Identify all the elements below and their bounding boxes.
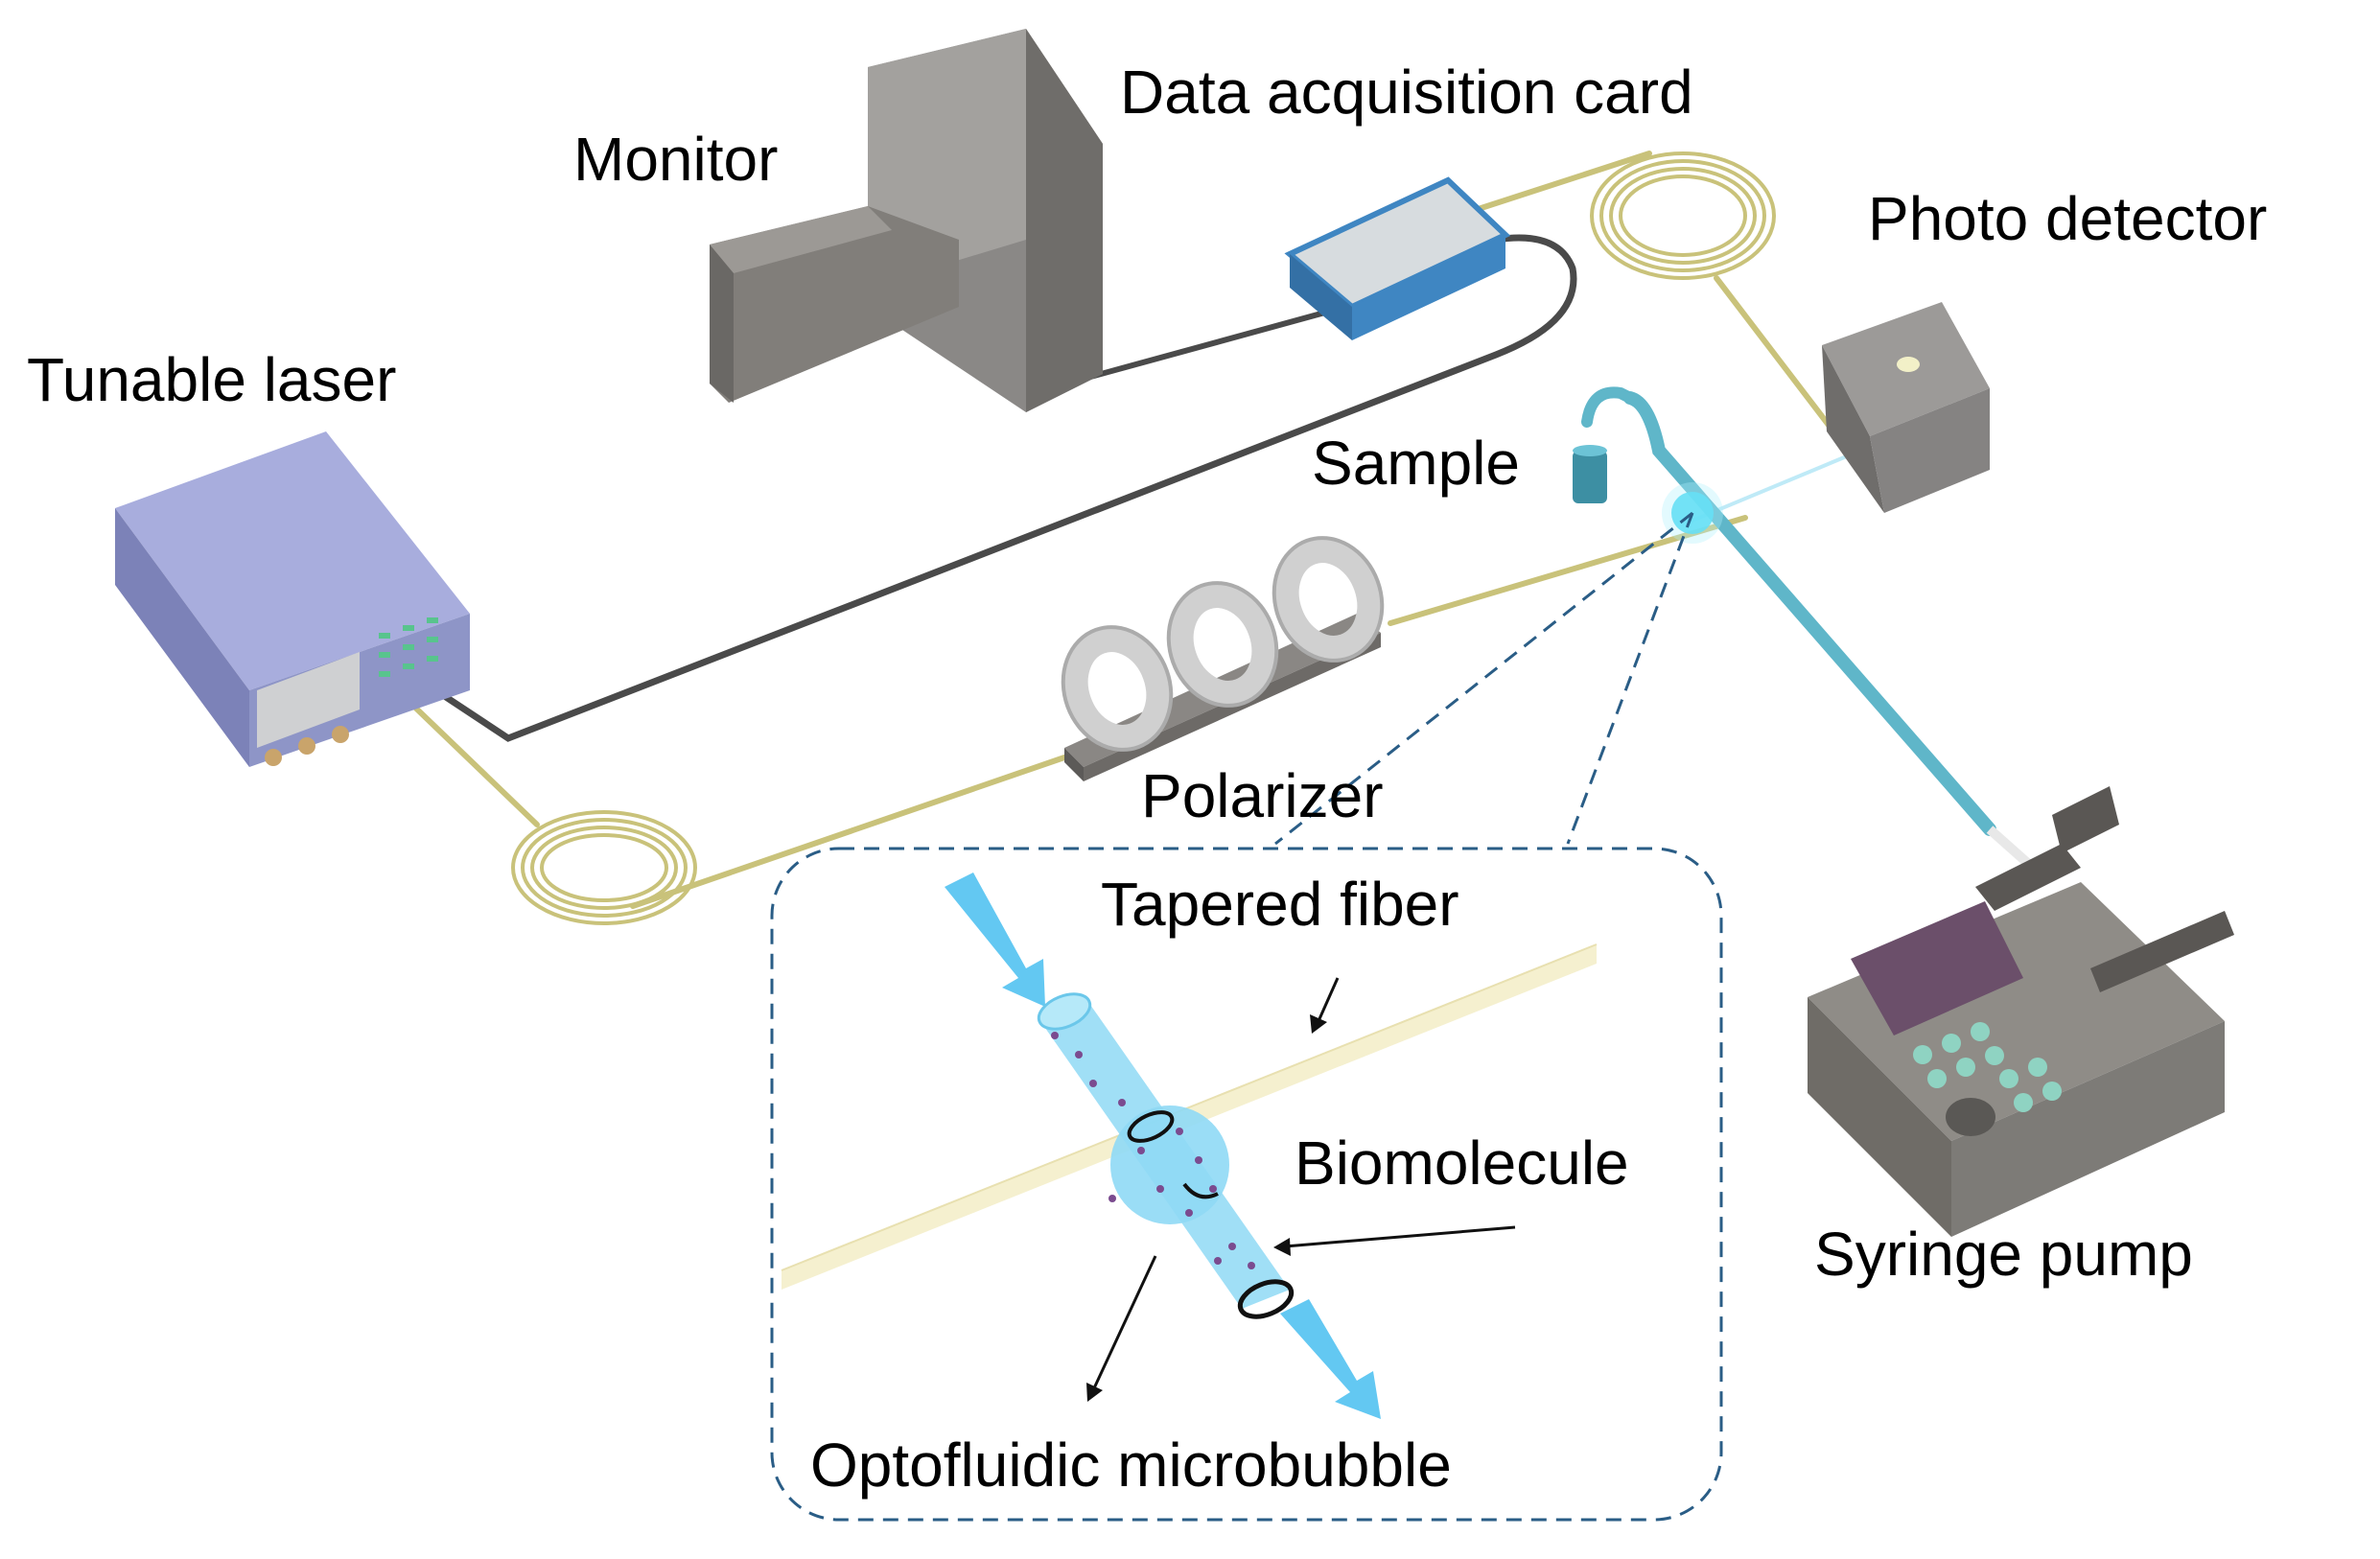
label-biomolecule: Biomolecule xyxy=(1295,1129,1629,1198)
tunable-laser-icon xyxy=(115,431,470,767)
label-laser: Tunable laser xyxy=(27,345,396,414)
photodetector-icon xyxy=(1822,302,1990,513)
pointer-arrowheads xyxy=(1086,1014,1327,1402)
inset-frame xyxy=(770,847,1723,1522)
syringe-barrel xyxy=(1986,826,2037,872)
label-syringe-pump: Syringe pump xyxy=(1814,1220,2193,1289)
laser-fiber xyxy=(409,515,1748,909)
label-polarizer: Polarizer xyxy=(1141,761,1384,830)
detector-fiber xyxy=(1455,151,1858,463)
biomolecule-particles xyxy=(1051,1032,1255,1269)
label-photodetector: Photo detector xyxy=(1868,184,2267,253)
wgm-ring xyxy=(1127,1110,1175,1143)
daq-card-icon xyxy=(1284,176,1511,340)
fiber-coil-detector xyxy=(1590,151,1776,280)
label-sample: Sample xyxy=(1312,429,1520,498)
syringe-pump-icon xyxy=(1808,786,2234,1237)
inset-content xyxy=(781,873,1598,1419)
wgm-arc xyxy=(1182,1182,1219,1199)
fiber-coil-laser xyxy=(511,810,697,925)
laser-to-daq-cable xyxy=(439,234,1577,742)
monitor-icon xyxy=(710,29,1103,412)
capillary-tube xyxy=(1623,391,1996,836)
polarizer-icon xyxy=(1061,536,1385,781)
label-tapered-fiber: Tapered fiber xyxy=(1101,870,1459,939)
inset-connector-lines xyxy=(1274,511,1694,846)
label-microbubble: Optofluidic microbubble xyxy=(810,1431,1452,1500)
label-monitor: Monitor xyxy=(573,125,778,194)
pointer-arrows xyxy=(1091,977,1516,1391)
sample-vial-icon xyxy=(1573,386,1636,503)
label-daq: Data acquisition card xyxy=(1120,58,1693,127)
